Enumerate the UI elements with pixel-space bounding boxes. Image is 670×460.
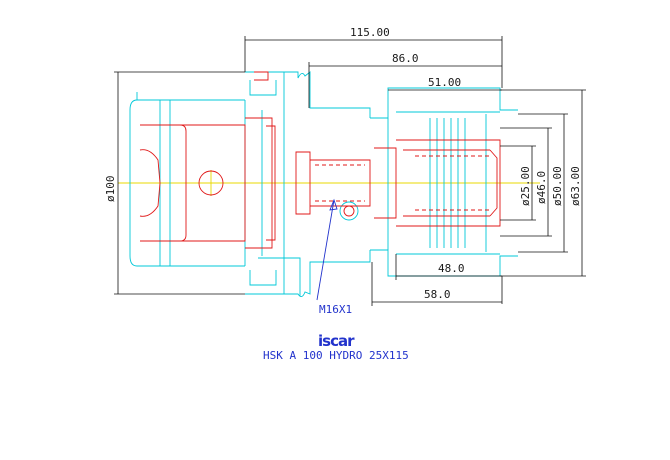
internal-features [139, 71, 501, 249]
thread-callout: M16X1 [316, 198, 352, 316]
body-outline [339, 87, 518, 277]
dim-diameter-50: ø50.00 [551, 166, 564, 206]
dim-diameter-63: ø63.00 [569, 166, 582, 206]
dim-diameter-46: ø46.0 [535, 171, 548, 204]
dim-length-51: 51.00 [428, 76, 461, 89]
flange-outline [245, 71, 371, 297]
dim-length-86: 86.0 [392, 52, 419, 65]
dim-length-115: 115.00 [350, 26, 390, 39]
side-screw-outline [339, 201, 359, 221]
dim-length-58: 58.0 [424, 288, 451, 301]
thread-label: M16X1 [319, 303, 352, 316]
shank-outline [129, 92, 246, 267]
dim-diameter-100: ø100 [104, 176, 117, 203]
iscar-logo: iscar [318, 332, 355, 350]
dim-length-48: 48.0 [438, 262, 465, 275]
dimension-lines [114, 36, 586, 306]
tool-designation: HSK A 100 HYDRO 25X115 [263, 349, 409, 362]
dim-diameter-25: ø25.00 [519, 166, 532, 206]
